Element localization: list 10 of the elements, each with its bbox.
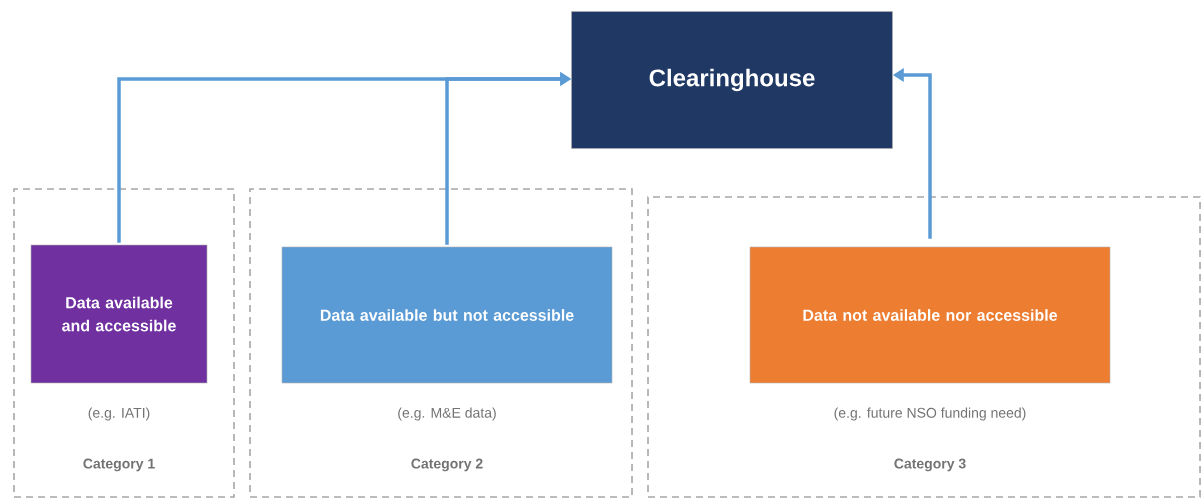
category-label: Category 1	[83, 458, 155, 472]
example-note: (e.g. M&E data)	[398, 407, 496, 421]
hub-box: Clearinghouse	[571, 11, 893, 149]
category-box: Data available but not accessible	[281, 246, 613, 384]
category-box: Data not available nor accessible	[749, 246, 1111, 384]
category-box: Data available and accessible	[30, 244, 208, 384]
example-note: (e.g. future NSO funding need)	[834, 407, 1026, 421]
example-note: (e.g. IATI)	[88, 407, 150, 421]
category-label: Category 2	[411, 458, 483, 472]
category-label: Category 3	[894, 458, 966, 472]
